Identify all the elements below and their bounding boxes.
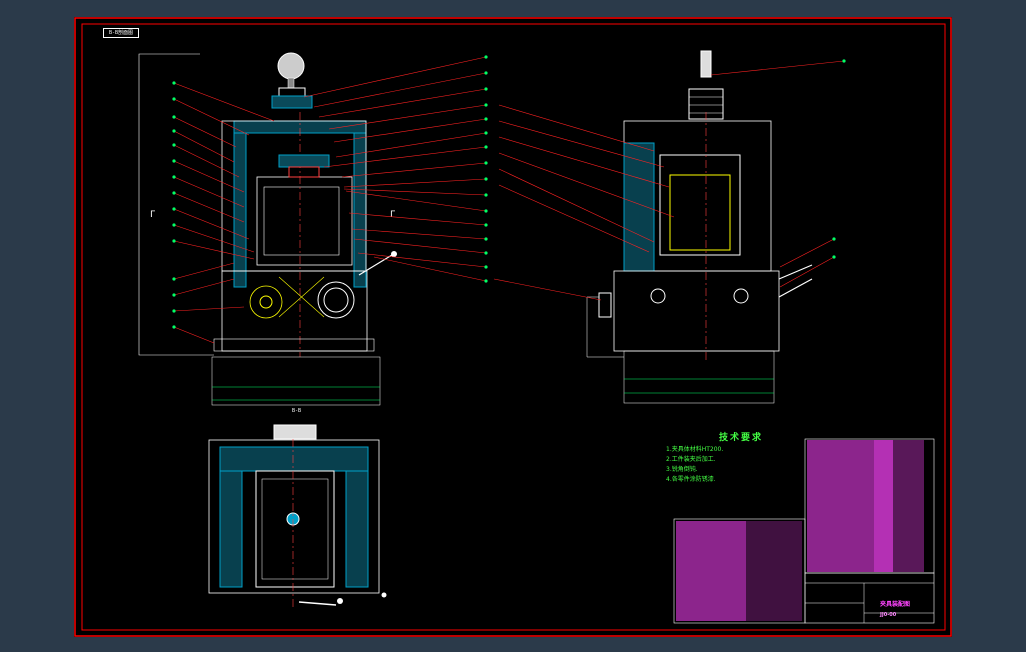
title-block-frame	[804, 572, 935, 624]
cad-drawing: Γ Γ	[74, 17, 952, 637]
drawing-name: 夹具装配图	[880, 601, 911, 608]
svg-text:Γ: Γ	[390, 210, 395, 220]
tech-req-item: 1.夹具体材料HT200.	[666, 446, 724, 453]
tech-req-item: 4.各零件涂防锈漆.	[666, 476, 716, 483]
leaders-middle	[303, 56, 487, 282]
drawing-sheet: Γ Γ	[74, 17, 952, 637]
outer-border	[74, 17, 952, 637]
tech-req-item: 2.工件装夹后加工.	[666, 456, 716, 463]
balloons-left	[172, 81, 176, 329]
parts-list-upper	[804, 438, 935, 574]
section-view: B-B	[208, 408, 387, 607]
drawing-number: JJ0-00	[880, 612, 897, 618]
front-view: Γ Γ	[138, 52, 397, 406]
balloons-right	[832, 59, 846, 259]
tech-req-title: 技术要求	[718, 433, 763, 443]
sheet-tag: B-B剖面图	[103, 28, 139, 38]
inner-border	[81, 23, 946, 631]
parts-list-lower	[673, 518, 806, 624]
balloons-middle	[484, 55, 488, 283]
leaders-right	[493, 60, 845, 301]
side-view	[586, 50, 813, 404]
technical-requirements: 技术要求 1.夹具体材料HT200. 2.工件装夹后加工. 3.锐角倒钝. 4.…	[666, 433, 816, 485]
title-block: 夹具装配图 JJ0-00	[880, 599, 940, 618]
section-view-label: B-B	[292, 408, 301, 414]
tech-req-item: 3.锐角倒钝.	[666, 466, 698, 473]
svg-text:Γ: Γ	[150, 210, 155, 220]
leaders-left	[173, 82, 275, 344]
